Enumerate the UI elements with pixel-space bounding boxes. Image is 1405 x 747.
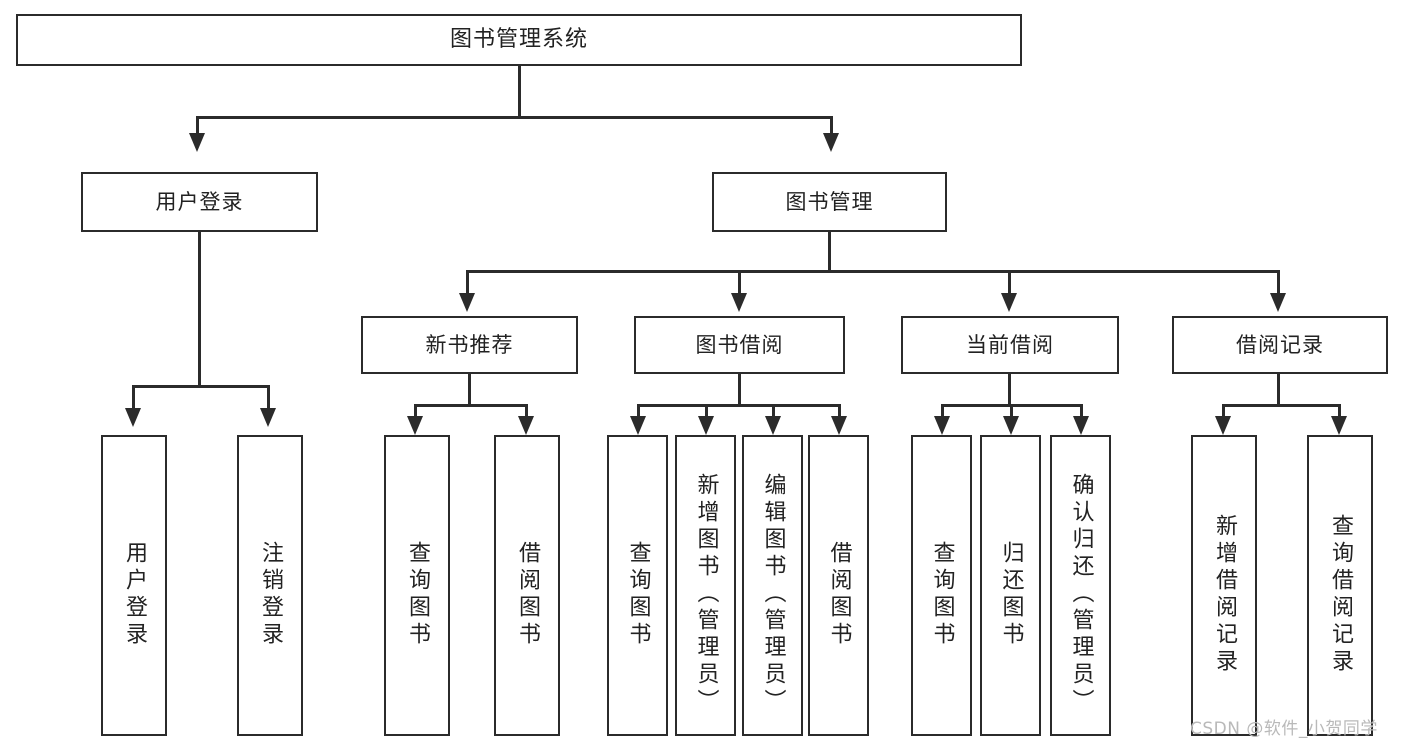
- arrow-to-current-borrow: [1001, 293, 1017, 312]
- arrow-to-user-login-leaf: [125, 408, 141, 427]
- node-label: 借阅图书: [826, 540, 852, 649]
- node-book-management[interactable]: 图书管理: [712, 172, 947, 232]
- node-label: 图书管理: [785, 189, 874, 214]
- connector-borrow-record-stem: [1277, 374, 1280, 406]
- node-new-book-recommend[interactable]: 新书推荐: [361, 316, 578, 374]
- leaf-query-borrow-record[interactable]: 查询借阅记录: [1307, 435, 1373, 736]
- node-label: 编辑图书（管理员）: [760, 473, 786, 716]
- node-label: 查询图书: [929, 540, 955, 649]
- connector-book-management-stem: [828, 232, 831, 272]
- node-label: 用户登录: [122, 540, 147, 649]
- connector-current-borrow-drop-2: [1010, 404, 1013, 420]
- connector-book-borrow-bus: [637, 404, 841, 407]
- connector-book-borrow-drop-4: [838, 404, 841, 420]
- arrow-to-query-borrow-record: [1331, 416, 1347, 435]
- connector-root-drop-right: [830, 116, 833, 136]
- arrow-to-borrow-book-b: [831, 416, 847, 435]
- connector-new-book-stem: [468, 374, 471, 406]
- node-label: 当前借阅: [966, 332, 1054, 357]
- arrow-to-query-book-b: [630, 416, 646, 435]
- node-current-borrow[interactable]: 当前借阅: [901, 316, 1119, 374]
- connector-level3-drop-1: [466, 270, 469, 296]
- node-label: 确认归还（管理员）: [1068, 473, 1094, 716]
- leaf-query-book-borrow[interactable]: 查询图书: [607, 435, 668, 736]
- arrow-to-add-borrow-record: [1215, 416, 1231, 435]
- node-label: 借阅图书: [515, 540, 540, 649]
- connector-root-stem: [518, 66, 521, 118]
- connector-new-book-drop-1: [414, 404, 417, 420]
- connector-borrow-record-drop-2: [1338, 404, 1341, 420]
- node-label: 查询图书: [405, 540, 430, 649]
- connector-level3-drop-4: [1277, 270, 1280, 296]
- node-label: 查询借阅记录: [1328, 513, 1353, 676]
- connector-root-drop-left: [196, 116, 199, 136]
- arrow-to-edit-book: [765, 416, 781, 435]
- connector-user-login-drop-2: [267, 385, 270, 411]
- connector-level3-bus: [466, 270, 1280, 273]
- connector-book-borrow-stem: [738, 374, 741, 406]
- arrow-to-borrow-book-a: [518, 416, 534, 435]
- arrow-to-confirm-return: [1073, 416, 1089, 435]
- node-borrow-record[interactable]: 借阅记录: [1172, 316, 1388, 374]
- arrow-to-borrow-record: [1270, 293, 1286, 312]
- node-book-borrow[interactable]: 图书借阅: [634, 316, 845, 374]
- connector-user-login-bus: [132, 385, 270, 388]
- connector-book-borrow-drop-1: [637, 404, 640, 420]
- node-label: 查询图书: [625, 540, 651, 649]
- leaf-return-book[interactable]: 归还图书: [980, 435, 1041, 736]
- leaf-logout[interactable]: 注销登录: [237, 435, 303, 736]
- arrow-to-query-book-c: [934, 416, 950, 435]
- leaf-add-borrow-record[interactable]: 新增借阅记录: [1191, 435, 1257, 736]
- node-label: 注销登录: [258, 540, 283, 649]
- node-label: 用户登录: [155, 189, 244, 214]
- connector-current-borrow-drop-1: [941, 404, 944, 420]
- node-label: 图书借阅: [695, 332, 784, 357]
- node-root-library-system[interactable]: 图书管理系统: [16, 14, 1022, 66]
- arrow-to-book-borrow: [731, 293, 747, 312]
- leaf-query-book-current[interactable]: 查询图书: [911, 435, 972, 736]
- arrow-to-query-book-a: [407, 416, 423, 435]
- arrow-to-user-login: [189, 133, 205, 152]
- leaf-query-book-new-recommend[interactable]: 查询图书: [384, 435, 450, 736]
- connector-root-bus: [196, 116, 833, 119]
- connector-user-login-drop-1: [132, 385, 135, 411]
- node-label: 借阅记录: [1236, 332, 1324, 357]
- connector-level3-drop-2: [738, 270, 741, 296]
- connector-current-borrow-drop-3: [1080, 404, 1083, 420]
- node-label: 新书推荐: [425, 332, 514, 357]
- node-label: 归还图书: [998, 540, 1024, 649]
- connector-book-borrow-drop-2: [705, 404, 708, 420]
- connector-borrow-record-bus: [1222, 404, 1341, 407]
- leaf-confirm-return-admin[interactable]: 确认归还（管理员）: [1050, 435, 1111, 736]
- leaf-borrow-book[interactable]: 借阅图书: [808, 435, 869, 736]
- node-label: 新增图书（管理员）: [693, 473, 719, 716]
- connector-borrow-record-drop-1: [1222, 404, 1225, 420]
- connector-level3-drop-3: [1008, 270, 1011, 296]
- leaf-add-book-admin[interactable]: 新增图书（管理员）: [675, 435, 736, 736]
- arrow-to-add-book: [698, 416, 714, 435]
- leaf-user-login[interactable]: 用户登录: [101, 435, 167, 736]
- arrow-to-new-book-recommend: [459, 293, 475, 312]
- node-user-login[interactable]: 用户登录: [81, 172, 318, 232]
- arrow-to-return-book: [1003, 416, 1019, 435]
- arrow-to-logout-leaf: [260, 408, 276, 427]
- connector-new-book-drop-2: [525, 404, 528, 420]
- connector-user-login-stem: [198, 232, 201, 387]
- connector-book-borrow-drop-3: [772, 404, 775, 420]
- leaf-edit-book-admin[interactable]: 编辑图书（管理员）: [742, 435, 803, 736]
- node-label: 图书管理系统: [449, 27, 588, 53]
- node-label: 新增借阅记录: [1212, 513, 1237, 676]
- arrow-to-book-management: [823, 133, 839, 152]
- connector-current-borrow-stem: [1008, 374, 1011, 406]
- leaf-borrow-book-new-recommend[interactable]: 借阅图书: [494, 435, 560, 736]
- connector-new-book-bus: [414, 404, 528, 407]
